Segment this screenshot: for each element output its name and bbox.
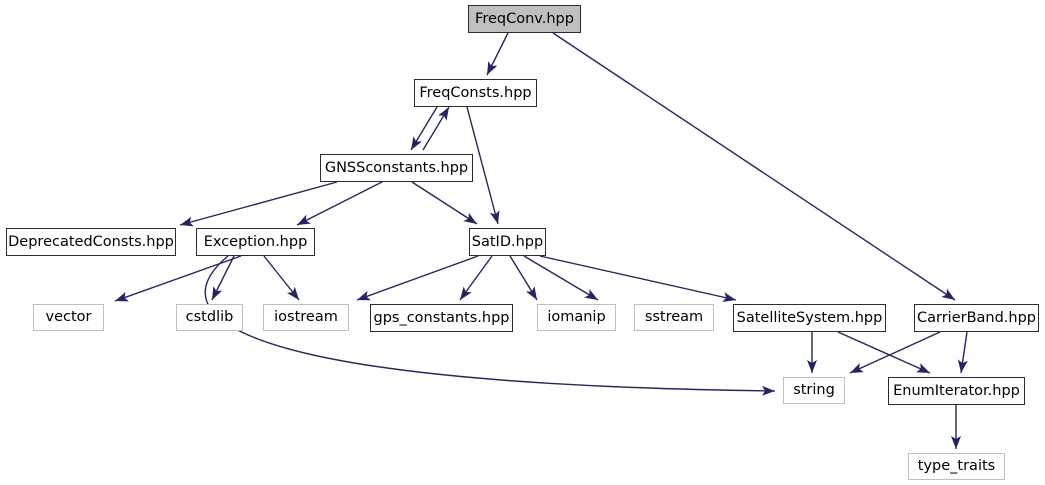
node-deprecated[interactable]: DeprecatedConsts.hpp bbox=[6, 228, 176, 256]
arrowhead-satid-to-iomanip bbox=[525, 286, 537, 300]
node-label-satid: SatID.hpp bbox=[471, 233, 544, 250]
edge-gnssconstants-to-deprecated bbox=[179, 181, 338, 226]
node-satid[interactable]: SatID.hpp bbox=[469, 228, 546, 256]
node-label-freqconv: FreqConv.hpp bbox=[475, 10, 574, 27]
edge-gnssconstants-to-satid bbox=[411, 181, 478, 225]
node-iostream[interactable]: iostream bbox=[263, 304, 349, 331]
node-label-gpsconstants: gps_constants.hpp bbox=[373, 309, 510, 326]
arrowhead-enumiterator-to-typetraits bbox=[951, 436, 961, 449]
edge-satellitesystem-to-enumiterator bbox=[837, 331, 931, 374]
node-iomanip[interactable]: iomanip bbox=[537, 304, 616, 331]
arrowhead-carrierband-to-string bbox=[850, 363, 864, 373]
node-label-typetraits: type_traits bbox=[917, 458, 996, 475]
node-label-vector: vector bbox=[45, 309, 92, 326]
node-vector[interactable]: vector bbox=[33, 304, 104, 331]
edge-freqconsts-to-satid bbox=[466, 106, 499, 225]
node-label-freqconsts: FreqConsts.hpp bbox=[419, 84, 532, 101]
arrowhead-satid-to-gpsconstants bbox=[460, 286, 472, 300]
node-label-exception: Exception.hpp bbox=[203, 233, 308, 250]
node-sstream[interactable]: sstream bbox=[634, 304, 714, 331]
arrowhead-exception-to-string bbox=[761, 385, 775, 396]
node-exception[interactable]: Exception.hpp bbox=[196, 228, 315, 256]
node-carrierband[interactable]: CarrierBand.hpp bbox=[914, 304, 1039, 332]
node-label-satellitesystem: SatelliteSystem.hpp bbox=[736, 309, 883, 326]
arrowhead-freqconv-to-freqconsts bbox=[487, 61, 498, 75]
node-label-sstream: sstream bbox=[644, 309, 704, 326]
node-label-enumiterator: EnumIterator.hpp bbox=[893, 382, 1020, 399]
arrowhead-freqconsts-to-satid bbox=[489, 210, 500, 224]
edge-exception-to-string bbox=[204, 255, 776, 392]
edge-satid-to-sstream bbox=[523, 255, 599, 301]
arrowhead-gnssconstants-to-deprecated bbox=[180, 216, 194, 227]
node-freqconv[interactable]: FreqConv.hpp bbox=[468, 5, 581, 33]
arrowhead-freqconsts-to-gnssconstants bbox=[411, 136, 423, 150]
node-label-iostream: iostream bbox=[274, 309, 338, 326]
edge-carrierband-to-string bbox=[849, 331, 941, 374]
node-freqconsts[interactable]: FreqConsts.hpp bbox=[414, 79, 537, 107]
node-satellitesystem[interactable]: SatelliteSystem.hpp bbox=[733, 304, 886, 332]
edge-gnssconstants-to-exception bbox=[296, 181, 383, 226]
arrowhead-freqconv-to-carrierband bbox=[941, 288, 955, 300]
arrowhead-exception-to-iostream bbox=[286, 286, 299, 300]
arrowhead-satid-to-iostream bbox=[357, 290, 371, 301]
arrowhead-satellitesystem-to-enumiterator bbox=[916, 363, 930, 373]
node-label-string: string bbox=[793, 382, 835, 399]
node-cstdlib[interactable]: cstdlib bbox=[176, 304, 243, 331]
node-typetraits[interactable]: type_traits bbox=[908, 453, 1005, 480]
node-gpsconstants[interactable]: gps_constants.hpp bbox=[370, 304, 513, 332]
arrowhead-gnssconstants-to-satid bbox=[463, 212, 477, 224]
node-string[interactable]: string bbox=[783, 377, 845, 404]
node-label-carrierband: CarrierBand.hpp bbox=[916, 309, 1037, 326]
arrowhead-gnssconstants-to-exception bbox=[297, 214, 311, 225]
arrowhead-gnssconstants-to-freqconsts bbox=[437, 107, 449, 121]
node-label-deprecated: DeprecatedConsts.hpp bbox=[8, 233, 174, 250]
arrowhead-satid-to-satellitesystem bbox=[722, 292, 736, 303]
arrowhead-exception-to-vector bbox=[115, 291, 129, 302]
edge-satid-to-satellitesystem bbox=[539, 255, 737, 301]
arrowhead-exception-to-cstdlib bbox=[212, 286, 223, 300]
edge-freqconv-to-carrierband bbox=[552, 32, 956, 301]
arrowhead-carrierband-to-enumiterator bbox=[957, 359, 968, 373]
arrowhead-satid-to-sstream bbox=[584, 289, 598, 300]
edge-satid-to-iostream bbox=[356, 255, 479, 301]
node-label-gnssconstants: GNSSconstants.hpp bbox=[324, 159, 469, 176]
node-gnssconstants[interactable]: GNSSconstants.hpp bbox=[320, 154, 473, 182]
node-enumiterator[interactable]: EnumIterator.hpp bbox=[888, 377, 1025, 405]
node-label-cstdlib: cstdlib bbox=[185, 309, 234, 326]
arrowhead-satellitesystem-to-string bbox=[807, 360, 817, 373]
node-label-iomanip: iomanip bbox=[547, 309, 606, 326]
